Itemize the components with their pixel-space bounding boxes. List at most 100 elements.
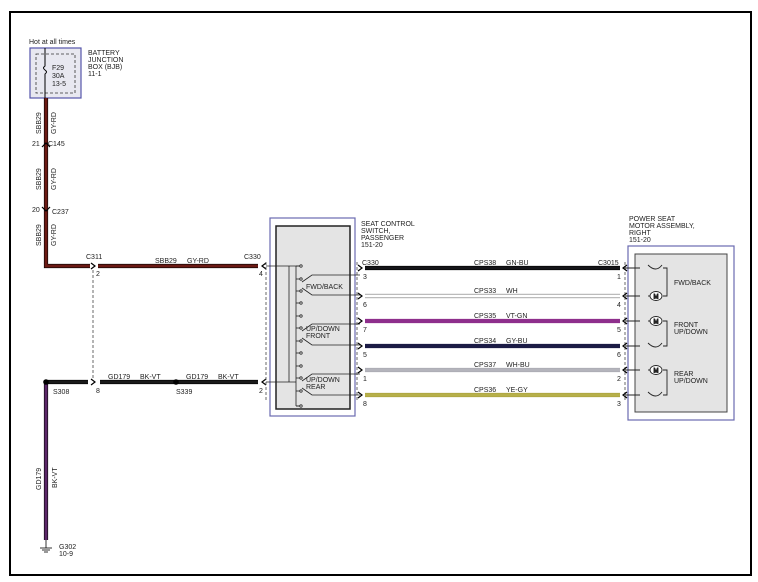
svg-text:GD179: GD179	[108, 374, 130, 381]
s339-label: S339	[176, 389, 192, 396]
motor-symbol: M	[654, 295, 659, 301]
motor-symbol: M	[654, 320, 659, 326]
connector-arrow-icon	[90, 262, 96, 270]
motor-fwd-back-label: FWD/BACK	[674, 280, 711, 287]
svg-text:SBB29: SBB29	[36, 112, 43, 134]
switch-contact-icon	[299, 364, 303, 368]
g302-label: G302	[59, 544, 76, 551]
ground-wire-labels: GD179 BK-VT GD179 BK-VT GD179 BK-VT	[36, 374, 239, 490]
switch-contact-icon	[299, 314, 303, 318]
g302-ref: 10-9	[59, 551, 73, 558]
feed-wire-labels: SBB29 GY-RD SBB29 GY-RD SBB29 GY-RD SBB2…	[36, 112, 209, 265]
c330-pin-ground: 2	[259, 388, 263, 395]
limit-switch-icon	[647, 342, 663, 348]
connector-arrow-icon	[357, 342, 363, 350]
s308-label: S308	[53, 389, 69, 396]
svg-text:SBB29: SBB29	[155, 258, 177, 265]
svg-text:GY-RD: GY-RD	[51, 224, 58, 246]
c145-pin: 21	[32, 141, 40, 148]
fuse-icon	[43, 48, 47, 98]
c330-pin-label: 8	[363, 401, 367, 408]
connector-arrow-icon	[622, 342, 628, 350]
c3015-pin-label: 4	[617, 302, 621, 309]
connector-arrow-icon	[622, 391, 628, 399]
feed-wire-sbb29[interactable]	[41, 98, 267, 270]
fuse-rating: 30A	[52, 73, 65, 80]
wire-circuit-label: CPS38	[474, 260, 496, 267]
svg-text:SBB29: SBB29	[36, 168, 43, 190]
power-seat-motor-assembly[interactable]: M M M	[624, 245, 735, 421]
wire-color-label: WH	[506, 288, 518, 295]
wire-color-label: VT-GN	[506, 313, 527, 320]
c145-label: C145	[48, 141, 65, 148]
svg-text:GY-RD: GY-RD	[51, 168, 58, 190]
switch-contact-icon	[299, 289, 303, 293]
connector-arrow-icon	[357, 366, 363, 374]
svg-text:GD179: GD179	[186, 374, 208, 381]
c145-connector-icon	[41, 142, 51, 148]
switch-contact-icon	[299, 301, 303, 305]
wire-color-label: GY-BU	[506, 338, 528, 345]
battery-junction-box[interactable]	[29, 47, 82, 99]
ground-wire-gd179[interactable]	[43, 378, 267, 540]
connector-arrow-icon	[622, 366, 628, 374]
fuse-ref: 13-5	[52, 81, 66, 88]
switch-blade-icon[interactable]	[301, 323, 360, 346]
c3015-pin-label: 6	[617, 352, 621, 359]
svg-text:BK-VT: BK-VT	[218, 374, 239, 381]
motor-icon: M	[648, 316, 663, 326]
connector-arrow-icon	[357, 292, 363, 300]
connector-arrow-icon	[261, 378, 267, 386]
power-source-label: Hot at all times	[29, 39, 76, 46]
seat-control-switch[interactable]	[265, 217, 360, 417]
switch-contact-icon	[299, 277, 303, 281]
svg-text:GY-RD: GY-RD	[51, 112, 58, 134]
limit-switch-icon	[647, 391, 663, 397]
switch-contact-icon	[299, 326, 303, 330]
motor-lead	[625, 267, 668, 297]
connector-arrow-icon	[622, 292, 628, 300]
c3015-pin-label: 3	[617, 401, 621, 408]
c3015-label: C3015	[598, 260, 619, 267]
c237-connector-icon	[41, 206, 51, 212]
svg-text:SBB29: SBB29	[36, 224, 43, 246]
c330-pin-label: 3	[363, 274, 367, 281]
wire-circuit-label: CPS35	[474, 313, 496, 320]
wire-circuit-label: CPS37	[474, 362, 496, 369]
switch-blade-icon[interactable]	[301, 274, 360, 296]
wire-core[interactable]	[44, 98, 90, 268]
splice-s339	[173, 379, 179, 385]
motor-symbol: M	[654, 369, 659, 375]
c330-pin-label: 6	[363, 302, 367, 309]
c3015-pin-label: 5	[617, 327, 621, 334]
switch-contact-icon	[299, 404, 303, 408]
c311-label: C311	[86, 254, 102, 261]
switch-blade-icon[interactable]	[301, 373, 360, 396]
wire-color-label: GN-BU	[506, 260, 529, 267]
splice-s308	[43, 379, 49, 385]
fuse-id: F29	[52, 65, 64, 72]
c330-pin-feed: 4	[259, 271, 263, 278]
ground-icon	[40, 540, 52, 553]
diagram-frame	[9, 11, 752, 576]
c3015-pin-label: 2	[617, 376, 621, 383]
c311-pin-feed: 2	[96, 271, 100, 278]
motor-icon: M	[648, 291, 663, 301]
c330-out-label: C330	[362, 260, 379, 267]
wire-circuit-label: CPS36	[474, 387, 496, 394]
switch-contact-icon	[299, 339, 303, 343]
